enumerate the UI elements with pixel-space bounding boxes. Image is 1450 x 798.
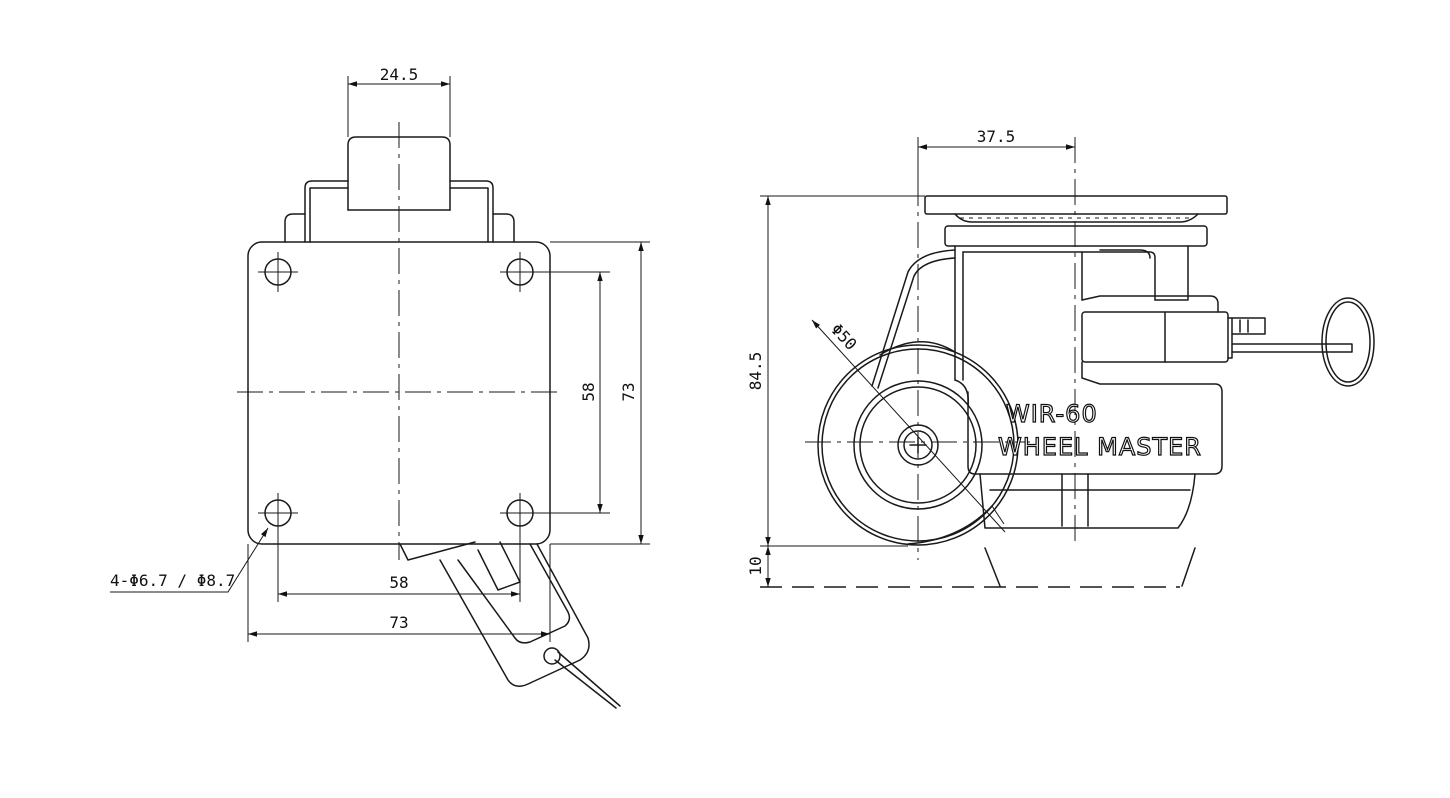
dim-plate-height: 73 <box>619 382 638 401</box>
dim-plate-width: 73 <box>389 613 408 632</box>
wheel <box>817 341 1019 546</box>
mounting-holes <box>258 252 540 533</box>
model-label: WIR-60 <box>1006 400 1098 428</box>
brand-label: WHEEL MASTER <box>998 433 1202 461</box>
dim-hole-note: 4-Φ6.7 / Φ8.7 <box>110 571 235 590</box>
top-view: 24.5 58 73 58 73 4-Φ6.7 / Φ8.7 <box>110 65 650 709</box>
dim-total-height: 84.5 <box>746 352 765 391</box>
dim-plate-offset: 37.5 <box>977 127 1016 146</box>
side-view: Φ50 37.5 84.5 10 WIR-60 WHEEL MASTER <box>746 127 1375 588</box>
dim-wheel-diameter: Φ50 <box>827 320 861 354</box>
dim-width-top: 24.5 <box>380 65 419 84</box>
dim-hole-spacing-v: 58 <box>579 382 598 401</box>
dim-hole-spacing-h: 58 <box>389 573 408 592</box>
mounting-plate <box>924 195 1228 215</box>
dim-lift-stroke: 10 <box>746 556 765 575</box>
lever-handle <box>399 541 621 709</box>
